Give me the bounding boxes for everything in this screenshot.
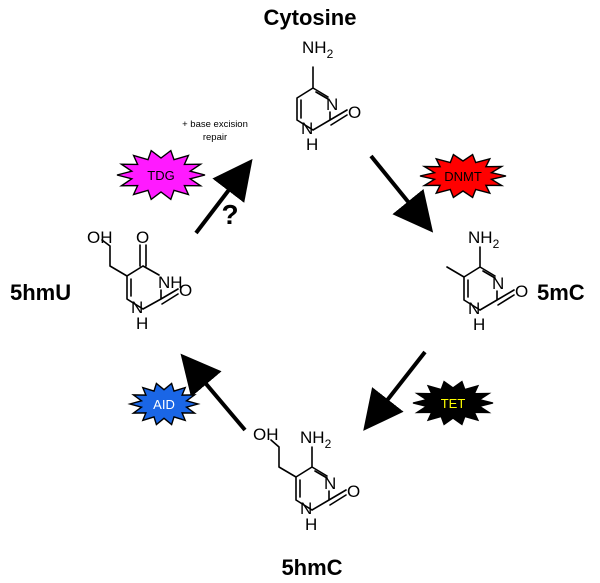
cytosine-nh2: NH2 [302,38,334,61]
cytosine-label: Cytosine [264,5,357,30]
5hmc-o: O [347,482,360,501]
aid-label: AID [153,397,175,412]
cytosine-n3: N [326,95,338,114]
dnmt-burst: DNMT [419,153,507,199]
cytosine-h: H [306,135,318,154]
5mc-n3: N [492,274,504,293]
5hmc-nh2: NH2 [300,428,332,451]
5mc-molecule: NH2 N O N H [446,228,528,334]
5mc-n1: N [468,299,480,318]
5hmu-h: H [136,314,148,333]
dnmt-label: DNMT [444,169,482,184]
ber-note-line1: + base excision [182,119,248,130]
arrow-cytosine-to-5mc [369,154,434,233]
5mc-h: H [473,315,485,334]
cytosine-molecule: NH2 N O H N [296,38,361,154]
5hmu-nh3: NH [158,273,183,292]
5hmc-label: 5hmC [281,555,342,580]
arrow-5hmc-to-5hmu [180,353,247,432]
ber-note-line2: repair [203,132,227,143]
5hmu-oh: OH [87,228,113,247]
5hmc-molecule: NH2 OH N O N H [253,425,360,534]
5hmc-n1: N [300,499,312,518]
question-mark: ? [221,199,238,230]
aid-burst: AID [127,382,201,426]
arrow-5mc-to-5hmc [363,350,427,431]
cytosine-o: O [348,103,361,122]
5hmu-molecule: OH O NH O N H [87,228,192,333]
arrow-5hmu-to-cytosine [194,158,253,235]
tdg-burst: TDG [116,149,206,201]
5mc-label: 5mC [537,280,585,305]
cytosine-n1: N [301,119,313,138]
tdg-label: TDG [147,168,174,183]
tet-label: TET [441,396,466,411]
5hmc-oh: OH [253,425,279,444]
5hmu-n1: N [131,298,143,317]
5mc-nh2: NH2 [468,228,500,251]
5hmu-o2: O [179,281,192,300]
5hmc-h: H [305,515,317,534]
5hmu-label: 5hmU [10,280,71,305]
5hmc-n3: N [324,474,336,493]
5hmu-o4: O [136,228,149,247]
5mc-o: O [515,282,528,301]
tet-burst: TET [412,380,494,426]
